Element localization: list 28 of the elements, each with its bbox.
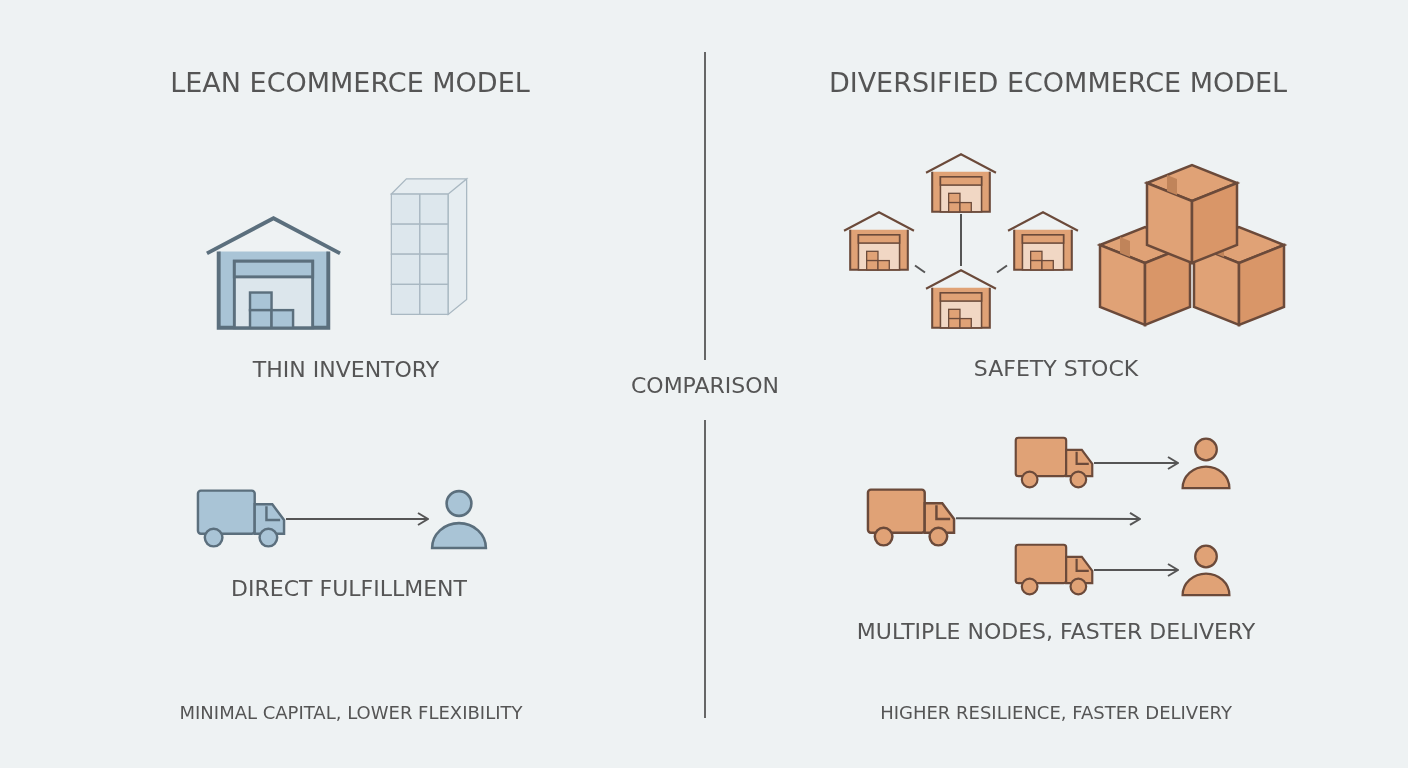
arrow bbox=[1093, 563, 1179, 577]
person-icon bbox=[1178, 543, 1234, 597]
arrow bbox=[285, 512, 429, 526]
warehouse-icon bbox=[925, 150, 997, 214]
center-label: COMPARISON bbox=[630, 372, 780, 398]
warehouse-icon bbox=[843, 208, 915, 272]
summary-note: MINIMAL CAPITAL, LOWER FLEXIBILITY bbox=[179, 701, 523, 723]
person-icon bbox=[428, 488, 490, 550]
section-heading: DIVERSIFIED ECOMMERCE MODEL bbox=[828, 66, 1288, 98]
arrow bbox=[955, 511, 1141, 526]
warehouse-icon bbox=[1007, 208, 1079, 272]
connector-line bbox=[914, 264, 926, 274]
truck-icon bbox=[196, 488, 286, 550]
box-pile-icon bbox=[1098, 163, 1286, 328]
summary-note: HIGHER RESILIENCE, FASTER DELIVERY bbox=[880, 701, 1232, 723]
section-heading: LEAN ECOMMERCE MODEL bbox=[170, 66, 530, 98]
truck-icon bbox=[866, 487, 956, 549]
caption: THIN INVENTORY bbox=[252, 356, 440, 382]
person-icon bbox=[1178, 436, 1234, 490]
caption: MULTIPLE NODES, FASTER DELIVERY bbox=[856, 618, 1256, 644]
truck-icon bbox=[1014, 543, 1094, 597]
warehouse-icon bbox=[925, 266, 997, 330]
caption: DIRECT FULFILLMENT bbox=[231, 575, 467, 601]
connector-line bbox=[960, 213, 962, 267]
caption: SAFETY STOCK bbox=[973, 355, 1139, 381]
truck-icon bbox=[1014, 436, 1094, 490]
arrow bbox=[1093, 456, 1179, 470]
connector-line bbox=[996, 264, 1008, 274]
